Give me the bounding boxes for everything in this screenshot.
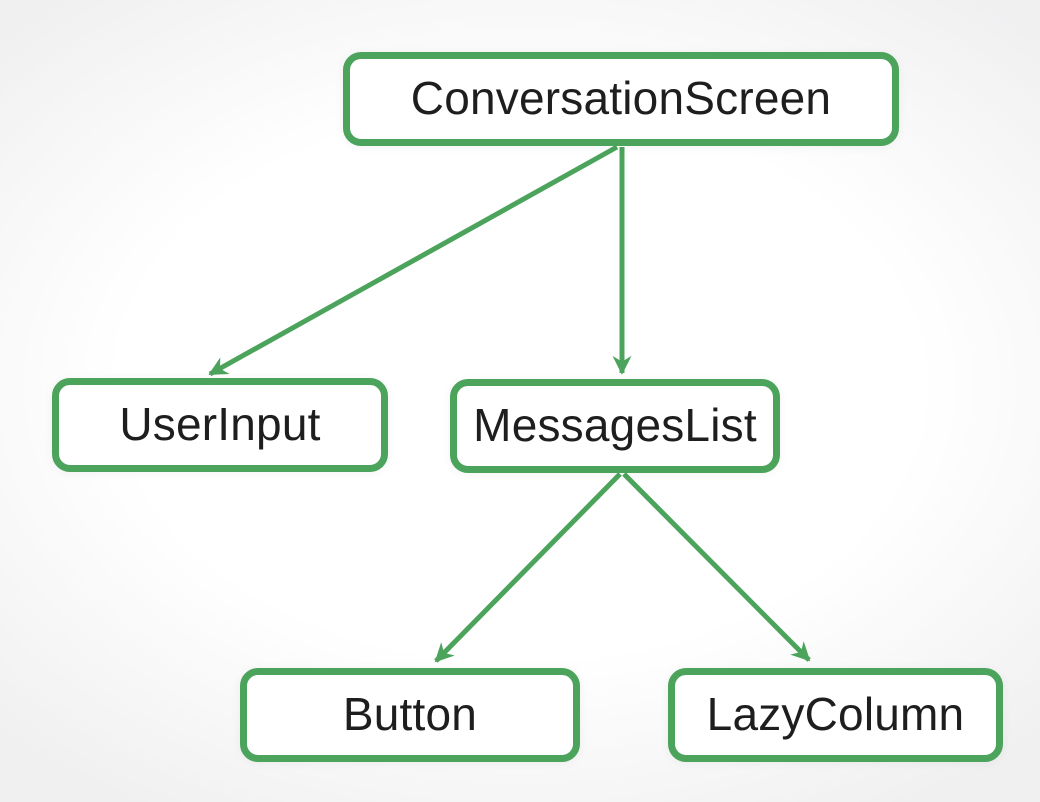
edge-conversationscreen-to-userinput xyxy=(208,144,619,377)
edge-messageslist-to-lazycolumn xyxy=(622,472,811,662)
node-lazy-column-label: LazyColumn xyxy=(706,688,965,740)
edge-messageslist-to-button xyxy=(434,472,622,663)
node-user-input: UserInput xyxy=(52,378,388,472)
node-button: Button xyxy=(240,668,580,762)
node-messages-list: MessagesList xyxy=(450,379,780,473)
node-messages-list-label: MessagesList xyxy=(473,399,757,451)
node-button-label: Button xyxy=(342,688,478,740)
node-lazy-column: LazyColumn xyxy=(668,668,1003,762)
node-conversation-screen: ConversationScreen xyxy=(343,52,899,146)
node-user-input-label: UserInput xyxy=(119,398,321,450)
node-conversation-screen-label: ConversationScreen xyxy=(410,72,832,124)
